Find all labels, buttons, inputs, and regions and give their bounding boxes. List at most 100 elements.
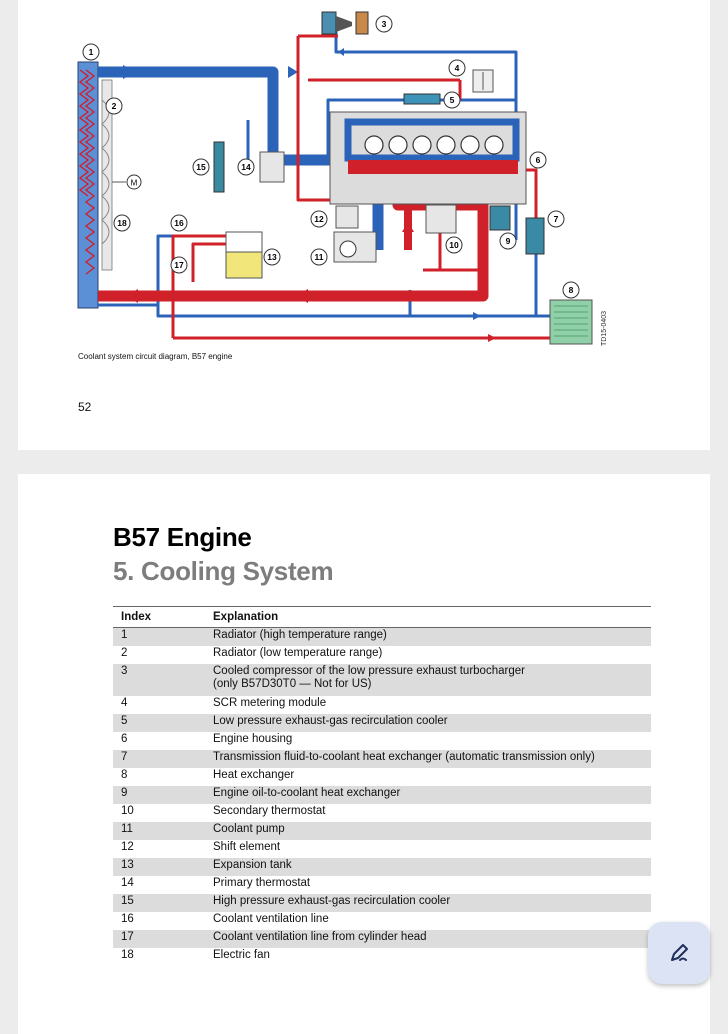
table-row: 1 Radiator (high temperature range) [113,627,651,646]
svg-text:9: 9 [506,236,511,246]
header-explanation: Explanation [205,606,651,628]
callout-17: 17 [170,256,188,274]
annotate-button[interactable] [648,922,710,984]
explanation-text: Coolant pump [213,822,285,835]
edit-pencil-icon [671,944,688,961]
explanation-text: Radiator (low temperature range) [213,646,383,659]
explanation-text: Primary thermostat [213,876,311,889]
row-index: 15 [113,893,205,912]
svg-text:14: 14 [241,162,251,172]
row-explanation: SCR metering module [205,696,651,714]
callout-11: 11 [310,248,328,266]
explanation-text: Expansion tank [213,858,292,871]
row-explanation: Expansion tank [205,857,651,876]
page-title: B57 Engine [113,522,252,552]
expansion-tank [225,231,263,279]
radiator [77,61,99,309]
svg-text:2: 2 [112,101,117,111]
page-number: 52 [78,400,92,414]
row-index: 9 [113,785,205,804]
table-row: 17 Coolant ventilation line from cylinder… [113,929,651,948]
explanation-text: Transmission fluid-to-coolant heat excha… [213,750,595,763]
fan-motor-symbol: M [131,179,138,188]
svg-text:12: 12 [314,214,324,224]
table-row: 16 Coolant ventilation line [113,912,651,930]
legend-table: Index Explanation 1 Radiator (high temper… [113,606,651,966]
callout-13: 13 [263,248,281,266]
scr-metering-module [472,69,494,93]
row-index: 16 [121,912,134,925]
row-explanation: Coolant ventilation line [205,912,651,930]
callout-6: 6 [529,151,547,169]
table-row: 15 High pressure exhaust-gas recirculatio… [113,893,651,912]
explanation-text: Shift element [213,840,281,853]
row-index: 6 [121,732,128,745]
table-row: 8 Heat exchanger [113,768,651,786]
row-explanation: Electric fan [205,948,651,966]
row-index: 2 [121,646,128,659]
svg-text:10: 10 [449,240,459,250]
row-explanation: Engine housing [205,732,651,750]
row-explanation: Low pressure exhaust-gas recirculation c… [205,713,651,732]
table-row: 6 Engine housing [113,732,651,750]
svg-text:18: 18 [117,218,127,228]
row-explanation: High pressure exhaust-gas recirculation … [205,893,651,912]
turbo-compressor [321,11,369,35]
svg-text:8: 8 [569,285,574,295]
callout-8: 8 [562,281,580,299]
callout-14: 14 [237,158,255,176]
svg-text:11: 11 [315,252,324,262]
row-index: 12 [121,840,134,853]
explanation-text: Engine oil-to-coolant heat exchanger [213,786,401,799]
explanation-text: Coolant ventilation line [213,912,329,925]
table-row: 2 Radiator (low temperature range) [113,646,651,664]
svg-text:3: 3 [382,19,387,29]
callout-4: 4 [448,59,466,77]
callout-12: 12 [310,210,328,228]
explanation-text: Radiator (high temperature range) [213,629,387,641]
row-index: 4 [121,696,128,709]
row-index: 8 [121,768,128,781]
section-title: 5. Cooling System [113,556,334,586]
explanation-text: Cooled compressor of the low pressure ex… [213,664,525,677]
row-index: 18 [121,948,134,961]
hp-egr-cooler [213,141,225,193]
explanation-text: Low pressure exhaust-gas recirculation c… [213,714,448,727]
svg-text:4: 4 [455,63,460,73]
explanation-text: SCR metering module [213,696,327,709]
explanation-text: Heat exchanger [213,768,295,781]
diagram-caption: Coolant system circuit diagram, B57 engi… [78,352,233,361]
row-explanation: Cooled compressor of the low pressure ex… [205,663,651,696]
header-index: Index [113,606,205,628]
callout-18: 18 [113,214,131,232]
explanation-text: Engine housing [213,732,293,745]
row-index: 10 [121,804,134,817]
table-row: 10 Secondary thermostat [113,804,651,822]
explanation-text: Coolant ventilation line from cylinder h… [213,930,427,943]
explanation-text: High pressure exhaust-gas recirculation … [213,894,451,907]
hot-arrows [126,222,496,342]
row-explanation: Coolant pump [205,821,651,840]
row-index: 1 [113,627,205,646]
row-explanation: Transmission fluid-to-coolant heat excha… [205,749,651,768]
callouts: 1 2 3 4 5 6 7 8 9 10 11 12 13 14 15 16 1… [82,15,580,299]
oil-heat-exchanger [489,205,511,231]
row-index: 17 [113,929,205,948]
callout-1: 1 [82,43,100,61]
row-explanation: Secondary thermostat [205,804,651,822]
explanation-text-line2: (only B57D30T0 — Not for US) [213,677,372,690]
row-explanation: Radiator (high temperature range) [205,627,651,646]
lp-egr-cooler [403,93,441,105]
secondary-thermostat [425,204,457,234]
row-explanation: Engine oil-to-coolant heat exchanger [205,785,651,804]
explanation-text: Electric fan [213,948,270,961]
table-row: 18 Electric fan [113,948,651,966]
svg-text:7: 7 [554,214,559,224]
callout-15: 15 [192,158,210,176]
electric-fan: M [101,79,142,271]
